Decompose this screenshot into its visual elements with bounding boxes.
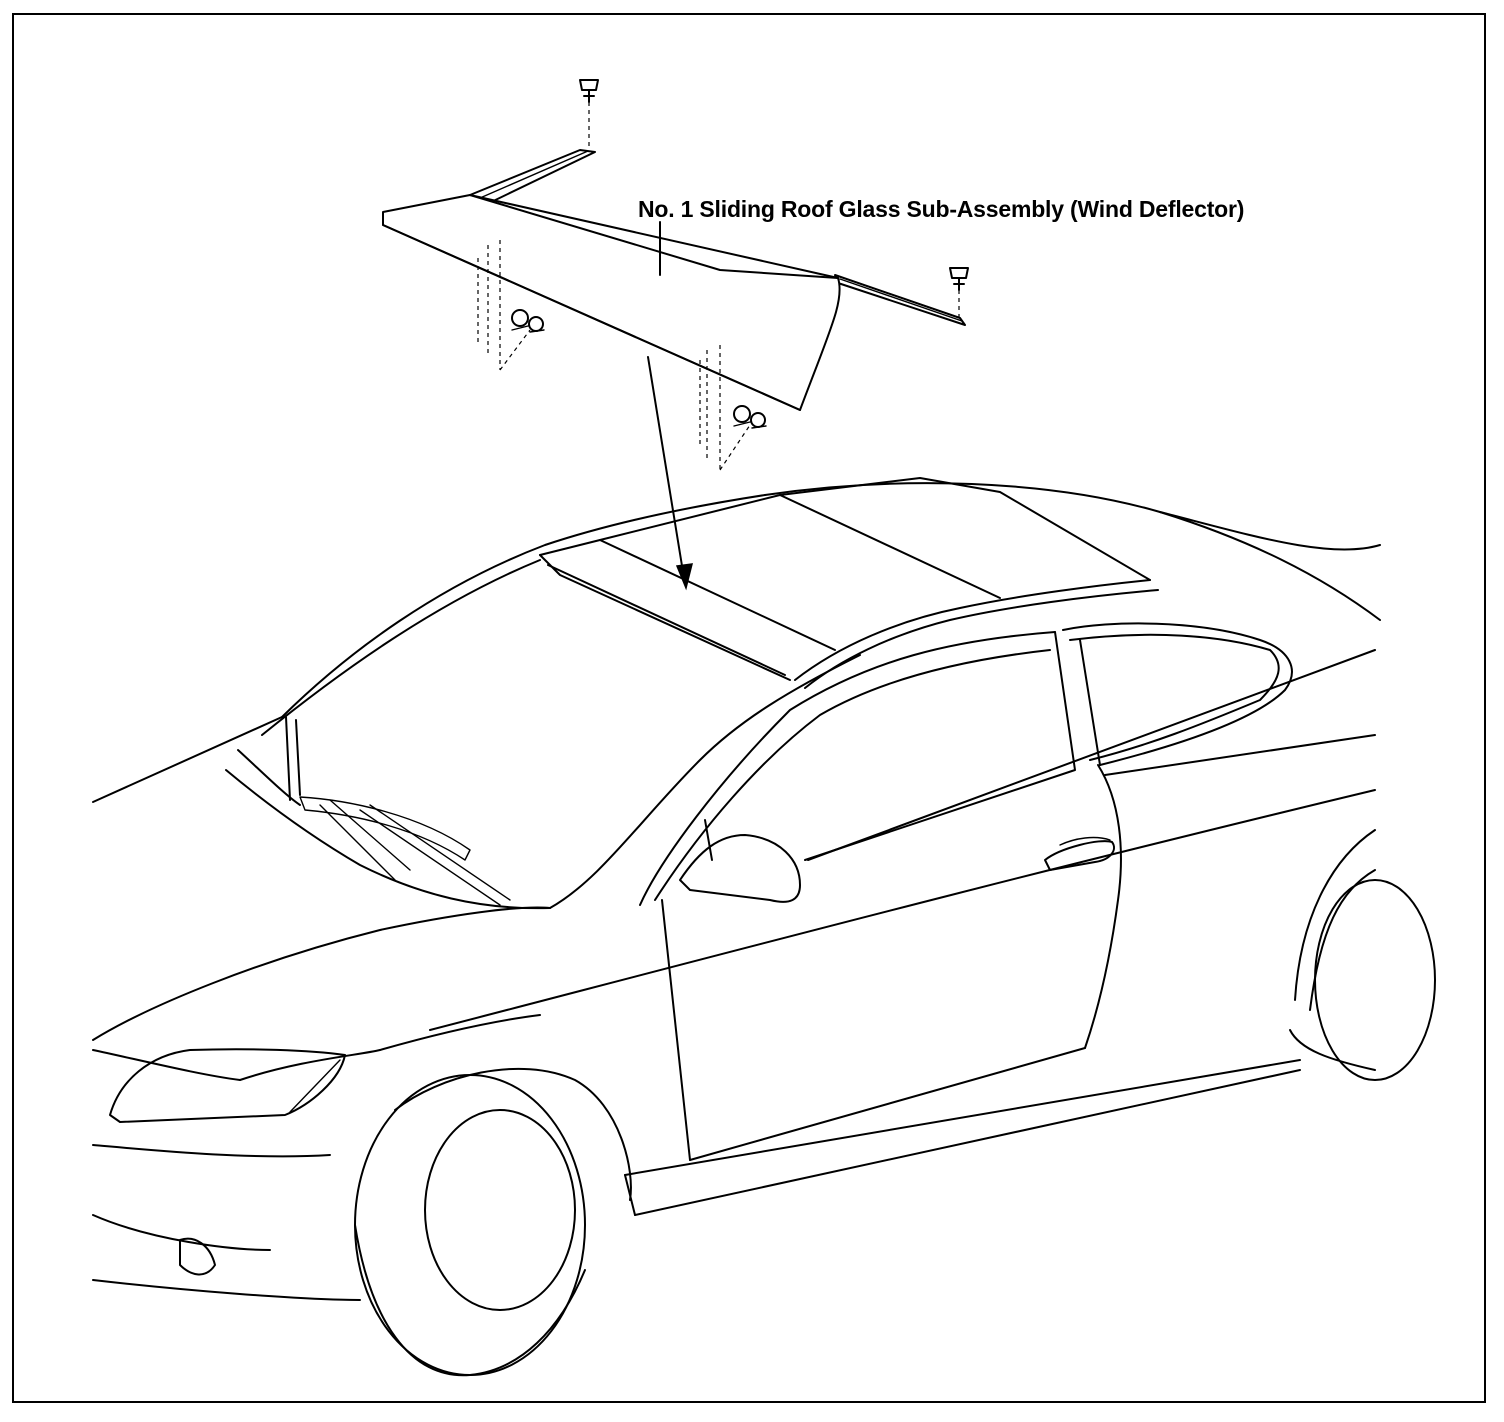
installation-arrow: [647, 356, 693, 591]
vehicle-outline: [92, 477, 1436, 1377]
wind-deflector-callout-label: No. 1 Sliding Roof Glass Sub-Assembly (W…: [638, 196, 1245, 222]
screw-icon: [579, 79, 969, 318]
clip-icon: [511, 309, 767, 429]
wind-deflector-part: [382, 149, 966, 471]
